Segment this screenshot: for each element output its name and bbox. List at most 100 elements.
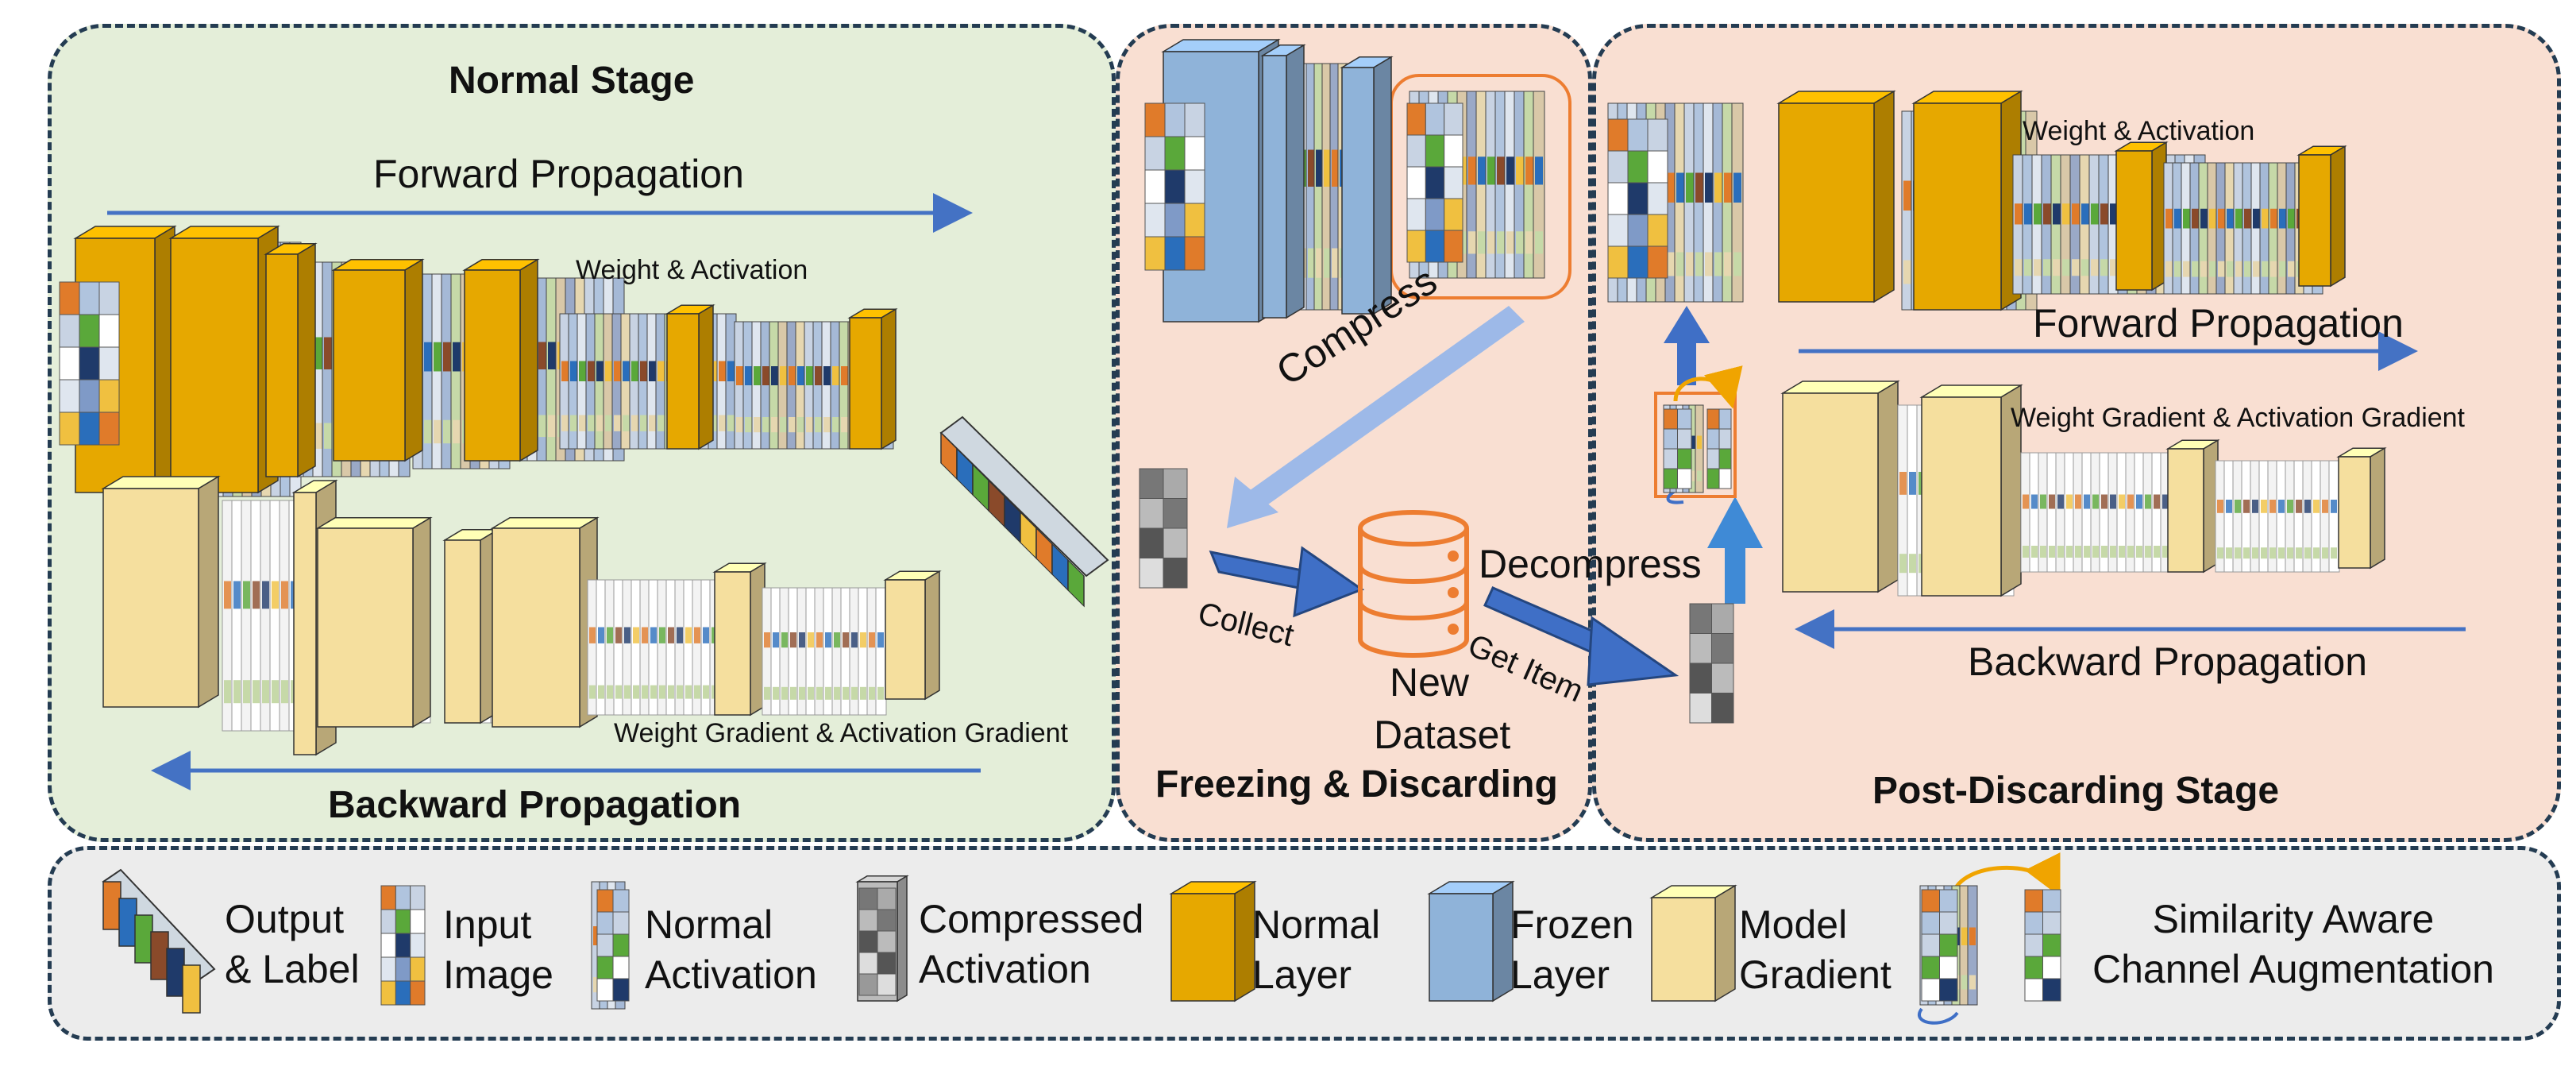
gradient-layer [102,488,199,708]
grad-act-stripe [642,685,648,699]
post-act-stripe [2183,261,2190,277]
normal-act-stripe [657,361,665,381]
normal-act-stripe [443,419,451,444]
legend-normal-activation-icon-stripe [593,926,600,945]
decompress-label: Decompress [1479,542,1702,586]
compressed-activation-cell [1139,498,1164,529]
legend-normal-activation-grid-cell [612,933,630,957]
normal-act-stripe [434,419,442,444]
post-act-stripe [1686,252,1694,276]
post-act-stripe [2165,261,2173,277]
grad-act-stripe [633,685,639,699]
post-grad-act-stripe [2075,494,2081,509]
post-grad-act-stripe [2235,500,2241,513]
post-grad-act-stripe [2252,547,2258,559]
grad-act-stripe [233,581,241,609]
grad-act-stripe [677,685,683,699]
frozen-act-stripe [1316,248,1322,278]
post-act-grid-cell [1647,214,1668,247]
post-act-stripe [2034,203,2042,225]
legend-similarity-act-stripe [1961,975,1968,990]
grad-act-stripe [281,581,288,609]
compress-src-act-stripe [1487,231,1495,254]
normal-act-stripe [727,361,735,381]
legend-compressed-activation-icon-cell [877,952,897,975]
normal-act-stripe [806,366,813,385]
grad-act-stripe [253,680,260,704]
normal-layer [666,313,700,450]
legend-similarity-icon-cell [1921,956,1940,979]
grad-act-stripe [694,627,700,643]
normal-act-stripe [745,417,752,433]
normal-act-stripe [314,423,322,449]
legend-normal-layer-icon [1170,893,1236,1002]
post-stage-title: Post-Discarding Stage [1872,770,2280,812]
post-act-grid-cell [1627,150,1649,184]
legend-similarity-icon-b-cell [2024,978,2043,1002]
normal-act-stripe [631,361,638,381]
post-act-stripe [2279,261,2286,277]
compressed-activation-cell [1139,527,1164,558]
compress-src-act-stripe [1525,156,1533,185]
frozen-act-stripe [1332,248,1338,278]
compress-src-act-stripe [1497,156,1505,185]
grad-act-stripe [642,627,648,643]
grad-act-stripe [598,627,604,643]
normal-act-stripe [754,417,761,433]
frozen-layer [1262,55,1287,319]
post-grad-act-stripe [2119,546,2125,558]
freeze-stage-title: Freezing & Discarding [1155,763,1558,806]
aug-grid-b-cell [1706,448,1720,469]
post-act-stripe [1705,172,1713,203]
post-act-grid-cell [1647,182,1668,215]
legend-input-icon-cell [410,885,426,910]
post-grad-act-stripe [2313,500,2320,513]
post-grad-act-stripe [2040,546,2046,558]
input-image-cell [98,346,120,381]
input-image-cell [59,379,80,413]
legend-normal-activation-icon-stripe [593,977,600,993]
legend-similarity-icon-b-cell [2024,956,2043,979]
aug-grid-b-cell [1706,468,1720,489]
post-grad-act-stripe [2145,494,2151,509]
input-image-cell [79,346,100,381]
compressed-activation-cell [1163,558,1188,589]
compress-src-act-stripe [1468,156,1476,185]
normal-act-stripe [797,417,804,433]
post-act-stripe [1714,172,1722,203]
legend-similarity-icon-b-cell [2024,889,2043,913]
normal-act-stripe [762,417,769,433]
input-image-cell [59,346,80,381]
post-grad-act-stripe [2110,546,2116,558]
post-act-stripe [2253,261,2260,277]
aug-act-stripe [1697,435,1702,449]
compress-src-act-stripe [1468,231,1476,254]
compressed-activation-cell [1163,527,1188,558]
post-act-stripe [2244,208,2251,229]
post-grad-act-stripe [1909,554,1916,574]
post-act-stripe [1903,180,1911,211]
compress-src-grid-cell [1406,230,1426,263]
post-act-stripe [2091,259,2099,276]
compressed-activation-cell [1711,693,1734,724]
post-act-stripe [2081,259,2089,276]
grad-act-stripe [633,627,639,643]
grad-act-stripe [877,632,884,648]
normal-act-stripe [579,415,586,431]
legend-input-icon-cell [395,980,411,1006]
grad-act-stripe [825,686,831,700]
grad-act-stripe [781,632,788,648]
grad-act-stripe [615,685,622,699]
post-grad-act-stripe [2278,547,2285,559]
grad-act-stripe [589,627,596,643]
post-grad-act-stripe [2101,494,2107,509]
grad-act-stripe [808,632,814,648]
grad-act-stripe [764,686,770,700]
grad-act-stripe [224,581,231,609]
compress-src-act-stripe [1478,156,1486,185]
grad-act-stripe [860,632,866,648]
